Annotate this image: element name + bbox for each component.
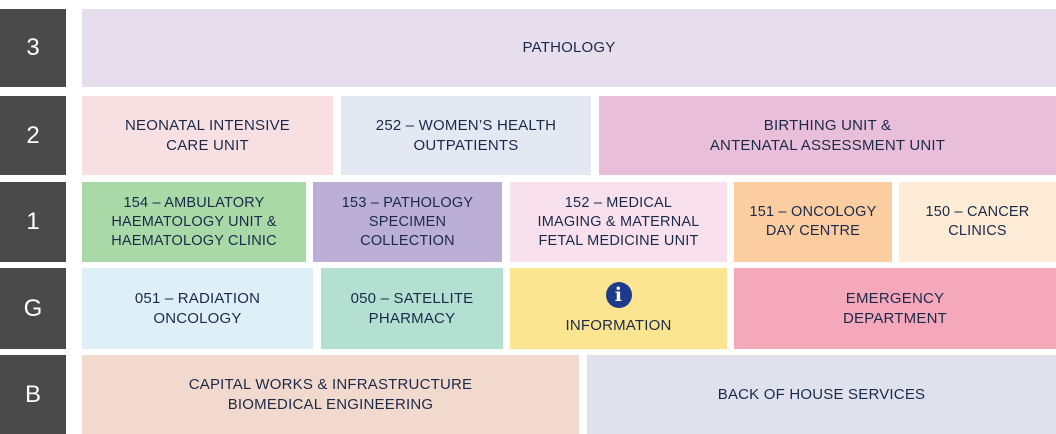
level-badge-3: 3 xyxy=(0,9,66,87)
dept-capital-works: CAPITAL WORKS & INFRASTRUCTURE BIOMEDICA… xyxy=(82,355,579,434)
dept-satellite-pharmacy-label: 050 – SATELLITE PHARMACY xyxy=(350,289,474,327)
dept-pathology: PATHOLOGY xyxy=(82,9,1056,87)
dept-oncology-day-centre-label: 151 – ONCOLOGY DAY CENTRE xyxy=(749,204,877,239)
dept-womens-health: 252 – WOMEN’S HEALTH OUTPATIENTS xyxy=(341,96,591,175)
dept-radiation-oncology-label: 051 – RADIATION ONCOLOGY xyxy=(134,289,261,327)
dept-ambulatory-haematology-label: 154 – AMBULATORY HAEMATOLOGY UNIT & HAEM… xyxy=(111,194,277,249)
dept-neonatal-icu-label: NEONATAL INTENSIVE CARE UNIT xyxy=(124,116,291,154)
dept-pathology-label: PATHOLOGY xyxy=(522,39,616,56)
dept-radiation-oncology: 051 – RADIATION ONCOLOGY xyxy=(82,268,313,349)
dept-cancer-clinics-label: 150 – CANCER CLINICS xyxy=(925,204,1030,239)
dept-cancer-clinics: 150 – CANCER CLINICS xyxy=(899,182,1056,262)
dept-medical-imaging: 152 – MEDICAL IMAGING & MATERNAL FETAL M… xyxy=(510,182,727,262)
dept-neonatal-icu: NEONATAL INTENSIVE CARE UNIT xyxy=(82,96,333,175)
dept-emergency: EMERGENCY DEPARTMENT xyxy=(734,268,1056,349)
dept-womens-health-label: 252 – WOMEN’S HEALTH OUTPATIENTS xyxy=(375,116,557,154)
dept-back-of-house-label: BACK OF HOUSE SERVICES xyxy=(717,385,926,403)
dept-information: i INFORMATION xyxy=(510,268,727,349)
dept-birthing-unit: BIRTHING UNIT & ANTENATAL ASSESSMENT UNI… xyxy=(599,96,1056,175)
dept-satellite-pharmacy: 050 – SATELLITE PHARMACY xyxy=(321,268,503,349)
dept-birthing-unit-label: BIRTHING UNIT & ANTENATAL ASSESSMENT UNI… xyxy=(709,116,946,154)
dept-pathology-specimen: 153 – PATHOLOGY SPECIMEN COLLECTION xyxy=(313,182,502,262)
dept-capital-works-label: CAPITAL WORKS & INFRASTRUCTURE BIOMEDICA… xyxy=(188,375,473,413)
level-badge-b: B xyxy=(0,355,66,434)
dept-back-of-house: BACK OF HOUSE SERVICES xyxy=(587,355,1056,434)
level-badge-1: 1 xyxy=(0,182,66,262)
dept-emergency-label: EMERGENCY DEPARTMENT xyxy=(843,289,947,327)
dept-oncology-day-centre: 151 – ONCOLOGY DAY CENTRE xyxy=(734,182,892,262)
level-badge-2: 2 xyxy=(0,96,66,175)
level-badge-g: G xyxy=(0,268,66,349)
dept-pathology-specimen-label: 153 – PATHOLOGY SPECIMEN COLLECTION xyxy=(341,194,474,249)
dept-medical-imaging-label: 152 – MEDICAL IMAGING & MATERNAL FETAL M… xyxy=(537,194,700,249)
info-icon: i xyxy=(605,281,632,308)
dept-information-label: INFORMATION xyxy=(565,316,672,334)
dept-ambulatory-haematology: 154 – AMBULATORY HAEMATOLOGY UNIT & HAEM… xyxy=(82,182,306,262)
